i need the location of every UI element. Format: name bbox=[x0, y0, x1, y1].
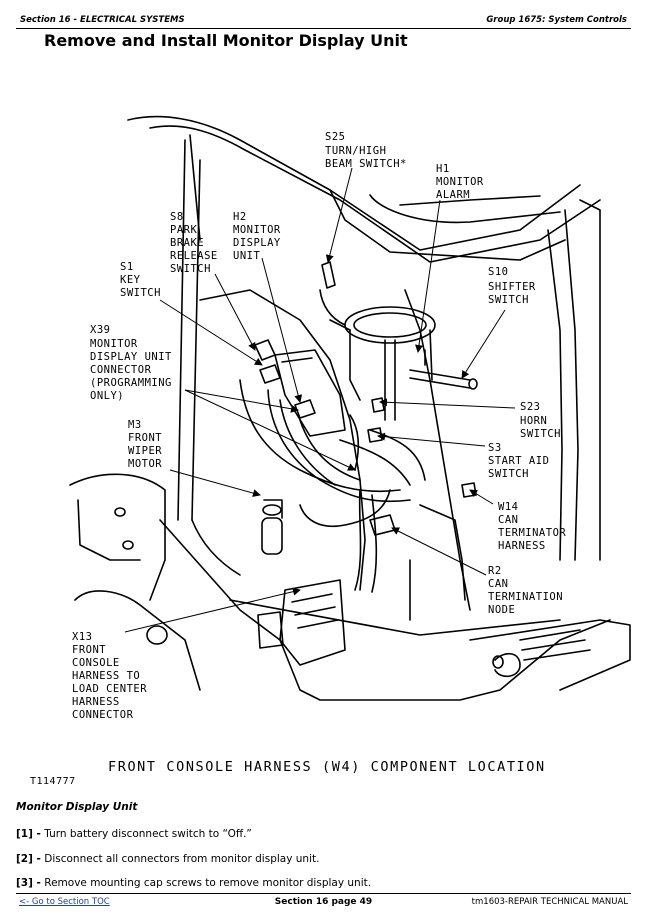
callout-s3-line: SWITCH bbox=[488, 468, 529, 480]
callout-s1-line: SWITCH bbox=[120, 287, 161, 299]
callout-x39: X39 MONITOR DISPLAY UNIT CONNECTOR (PROG… bbox=[90, 324, 172, 402]
callout-w14-line: HARNESS bbox=[498, 540, 546, 552]
callout-x13-line: LOAD CENTER bbox=[72, 683, 147, 695]
callout-x13-line: CONSOLE bbox=[72, 657, 120, 669]
callout-x39-line: ONLY) bbox=[90, 390, 124, 402]
step-item: [3] - Remove mounting cap screws to remo… bbox=[16, 877, 371, 889]
callout-s8-line: BRAKE bbox=[170, 237, 204, 249]
callout-r2: R2 CAN TERMINATION NODE bbox=[488, 565, 563, 616]
callout-s25: S25 TURN/HIGH BEAM SWITCH* bbox=[325, 131, 407, 170]
callout-h1-line: ALARM bbox=[436, 189, 470, 201]
callout-r2-line: R2 bbox=[488, 565, 502, 577]
callout-x13-line: HARNESS TO bbox=[72, 670, 140, 682]
callout-r2-line: TERMINATION bbox=[488, 591, 563, 603]
header-rule bbox=[16, 28, 631, 29]
callout-x39-line: MONITOR bbox=[90, 338, 138, 350]
callout-w14: W14 CAN TERMINATOR HARNESS bbox=[498, 501, 566, 552]
callout-x13-line: X13 bbox=[72, 631, 92, 643]
callout-m3-line: MOTOR bbox=[128, 458, 162, 470]
callout-s8-line: RELEASE bbox=[170, 250, 218, 262]
callout-s10-line: S10 bbox=[488, 266, 508, 278]
section-toc-link[interactable]: <- Go to Section TOC bbox=[19, 897, 110, 907]
step-text: Turn battery disconnect switch to “Off.” bbox=[44, 828, 252, 840]
callout-m3: M3 FRONT WIPER MOTOR bbox=[128, 419, 162, 470]
callout-s23-line: SWITCH bbox=[520, 428, 561, 440]
callout-s8: S8 PARK BRAKE RELEASE SWITCH bbox=[170, 211, 218, 275]
callout-x39-line: (PROGRAMMING bbox=[90, 377, 172, 389]
callout-x13-line: HARNESS bbox=[72, 696, 120, 708]
section-label: Section 16 - ELECTRICAL SYSTEMS bbox=[20, 15, 185, 25]
callout-s10-line: SHIFTER bbox=[488, 281, 536, 293]
callout-s23: S23 HORN SWITCH bbox=[520, 401, 561, 440]
step-text: Remove mounting cap screws to remove mon… bbox=[44, 877, 372, 889]
callout-h2-line: H2 bbox=[233, 211, 247, 223]
callout-h1-line: MONITOR bbox=[436, 176, 484, 188]
callout-s23-line: S23 bbox=[520, 401, 540, 413]
callout-x13-line: FRONT bbox=[72, 644, 106, 656]
callout-h2-line: MONITOR bbox=[233, 224, 281, 236]
callout-r2-line: NODE bbox=[488, 604, 515, 616]
cab-line-art bbox=[69, 115, 631, 701]
callout-h1: H1 MONITOR ALARM bbox=[436, 163, 484, 201]
callout-x39-line: CONNECTOR bbox=[90, 364, 152, 376]
page-title: Remove and Install Monitor Display Unit bbox=[44, 31, 408, 50]
callout-s3: S3 START AID SWITCH bbox=[488, 442, 549, 480]
callout-s25-line: BEAM SWITCH* bbox=[325, 158, 407, 170]
callout-w14-line: W14 bbox=[498, 501, 518, 513]
section-subheading: Monitor Display Unit bbox=[16, 801, 138, 813]
callout-h1-line: H1 bbox=[436, 163, 450, 175]
callout-s10: S10 SHIFTER SWITCH bbox=[488, 266, 536, 306]
callout-s10-line: SWITCH bbox=[488, 294, 529, 306]
callout-s3-line: START AID bbox=[488, 455, 549, 467]
leader-lines bbox=[124, 167, 516, 633]
callout-s23-line: HORN bbox=[520, 415, 547, 427]
manual-name: tm1603-REPAIR TECHNICAL MANUAL bbox=[471, 897, 628, 907]
step-item: [1] - Turn battery disconnect switch to … bbox=[16, 828, 252, 840]
callout-s25-line: S25 bbox=[325, 131, 345, 143]
step-item: [2] - Disconnect all connectors from mon… bbox=[16, 853, 319, 865]
callout-x39-line: X39 bbox=[90, 324, 110, 336]
callout-h2-line: UNIT bbox=[233, 250, 260, 262]
callout-m3-line: M3 bbox=[128, 419, 142, 431]
group-label: Group 1675: System Controls bbox=[486, 15, 627, 25]
callout-r2-line: CAN bbox=[488, 578, 508, 590]
callout-m3-line: WIPER bbox=[128, 445, 162, 457]
callout-x13-line: CONNECTOR bbox=[72, 709, 134, 721]
callout-s8-line: SWITCH bbox=[170, 263, 211, 275]
component-location-figure: S25 TURN/HIGH BEAM SWITCH* H1 MONITOR AL… bbox=[30, 115, 631, 787]
callout-s1-line: KEY bbox=[120, 274, 141, 286]
callout-m3-line: FRONT bbox=[128, 432, 162, 444]
page-header: Section 16 - ELECTRICAL SYSTEMS Group 16… bbox=[16, 14, 631, 28]
figure-code: T114777 bbox=[30, 776, 76, 787]
callout-x39-line: DISPLAY UNIT bbox=[90, 351, 172, 363]
callout-w14-line: TERMINATOR bbox=[498, 527, 566, 539]
callout-s8-line: S8 bbox=[170, 211, 184, 223]
callout-s8-line: PARK bbox=[170, 224, 197, 236]
callout-s1: S1 KEY SWITCH bbox=[120, 261, 161, 299]
step-text: Disconnect all connectors from monitor d… bbox=[44, 853, 320, 865]
step-number: [2] - bbox=[16, 853, 41, 865]
callout-h2: H2 MONITOR DISPLAY UNIT bbox=[233, 211, 281, 262]
callout-s25-line: TURN/HIGH bbox=[325, 145, 386, 157]
callout-s3-line: S3 bbox=[488, 442, 502, 454]
footer-rule bbox=[16, 893, 631, 894]
page-number: Section 16 page 49 bbox=[274, 897, 373, 907]
callout-x13: X13 FRONT CONSOLE HARNESS TO LOAD CENTER… bbox=[72, 631, 147, 721]
step-number: [1] - bbox=[16, 828, 41, 840]
step-number: [3] - bbox=[16, 877, 41, 889]
callout-w14-line: CAN bbox=[498, 514, 518, 526]
callout-s1-line: S1 bbox=[120, 261, 134, 273]
callout-h2-line: DISPLAY bbox=[233, 237, 281, 249]
figure-caption: FRONT CONSOLE HARNESS (W4) COMPONENT LOC… bbox=[108, 759, 546, 775]
